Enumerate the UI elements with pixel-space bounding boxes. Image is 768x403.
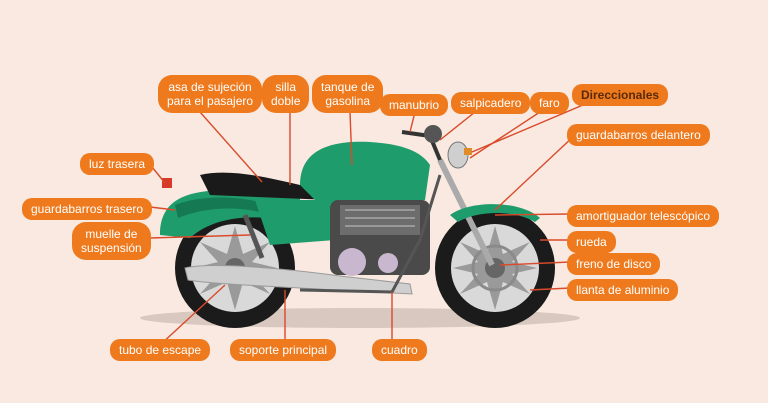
engine <box>330 200 430 276</box>
label-exhaust: tubo de escape <box>110 339 211 361</box>
label-alloy-rim-text: llanta de aluminio <box>576 283 670 297</box>
label-seat: silla doble <box>262 75 310 113</box>
frame <box>299 174 442 294</box>
label-frame-text: cuadro <box>381 343 418 357</box>
label-main-stand-text: soporte principal <box>239 343 328 357</box>
label-headlight-text: faro <box>539 96 560 110</box>
label-dashboard-text: salpicadero <box>460 96 522 110</box>
label-suspension-spring: muelle de suspensión <box>72 222 151 260</box>
front-fender <box>450 204 540 222</box>
label-grab-handle-line1: asa de sujeción <box>168 80 252 94</box>
side-panel <box>255 200 335 245</box>
label-turn-signals: Direccionales <box>572 84 669 106</box>
exhaust-pipe <box>184 265 413 295</box>
label-grab-handle-line2: para el pasajero <box>167 94 254 108</box>
front-wheel <box>435 208 555 328</box>
label-front-fender: guardabarros delantero <box>567 124 710 146</box>
rear-shock <box>242 214 265 259</box>
label-disc-brake: freno de disco <box>567 253 661 275</box>
label-handlebar: manubrio <box>380 94 449 116</box>
label-grab-handle: asa de sujeción para el pasajero <box>158 75 263 113</box>
label-seat-line2: doble <box>271 94 301 108</box>
label-alloy-rim: llanta de aluminio <box>567 279 679 301</box>
rear-fender <box>175 197 270 218</box>
label-telescopic-fork-text: amortiguador telescópico <box>576 209 711 223</box>
label-main-stand: soporte principal <box>230 339 337 361</box>
tail-light <box>162 178 172 188</box>
label-wheel: rueda <box>567 231 616 253</box>
label-front-fender-text: guardabarros delantero <box>576 128 701 142</box>
label-rear-fender-text: guardabarros trasero <box>31 202 144 216</box>
leader-lines <box>147 101 591 346</box>
label-frame: cuadro <box>372 339 427 361</box>
label-suspension-spring-line1: muelle de <box>85 227 138 241</box>
seat <box>200 172 335 200</box>
dashboard <box>424 125 442 143</box>
label-rear-fender: guardabarros trasero <box>22 198 153 220</box>
label-tail-light: luz trasera <box>80 153 155 175</box>
label-exhaust-text: tubo de escape <box>119 343 202 357</box>
fuel-tank <box>300 141 430 205</box>
label-dashboard: salpicadero <box>451 92 531 114</box>
label-suspension-spring-line2: suspensión <box>81 241 142 255</box>
label-tail-light-text: luz trasera <box>89 157 146 171</box>
label-disc-brake-text: freno de disco <box>576 257 652 271</box>
label-fuel-tank-line2: gasolina <box>325 94 371 108</box>
label-fuel-tank: tanque de gasolina <box>312 75 384 113</box>
label-headlight: faro <box>530 92 569 114</box>
turn-signal <box>464 148 472 155</box>
label-handlebar-text: manubrio <box>389 98 440 112</box>
label-telescopic-fork: amortiguador telescópico <box>567 205 720 227</box>
label-wheel-text: rueda <box>576 235 607 249</box>
label-seat-line1: silla <box>275 80 297 94</box>
label-fuel-tank-line1: tanque de <box>321 80 375 94</box>
label-turn-signals-text: Direccionales <box>581 88 660 102</box>
